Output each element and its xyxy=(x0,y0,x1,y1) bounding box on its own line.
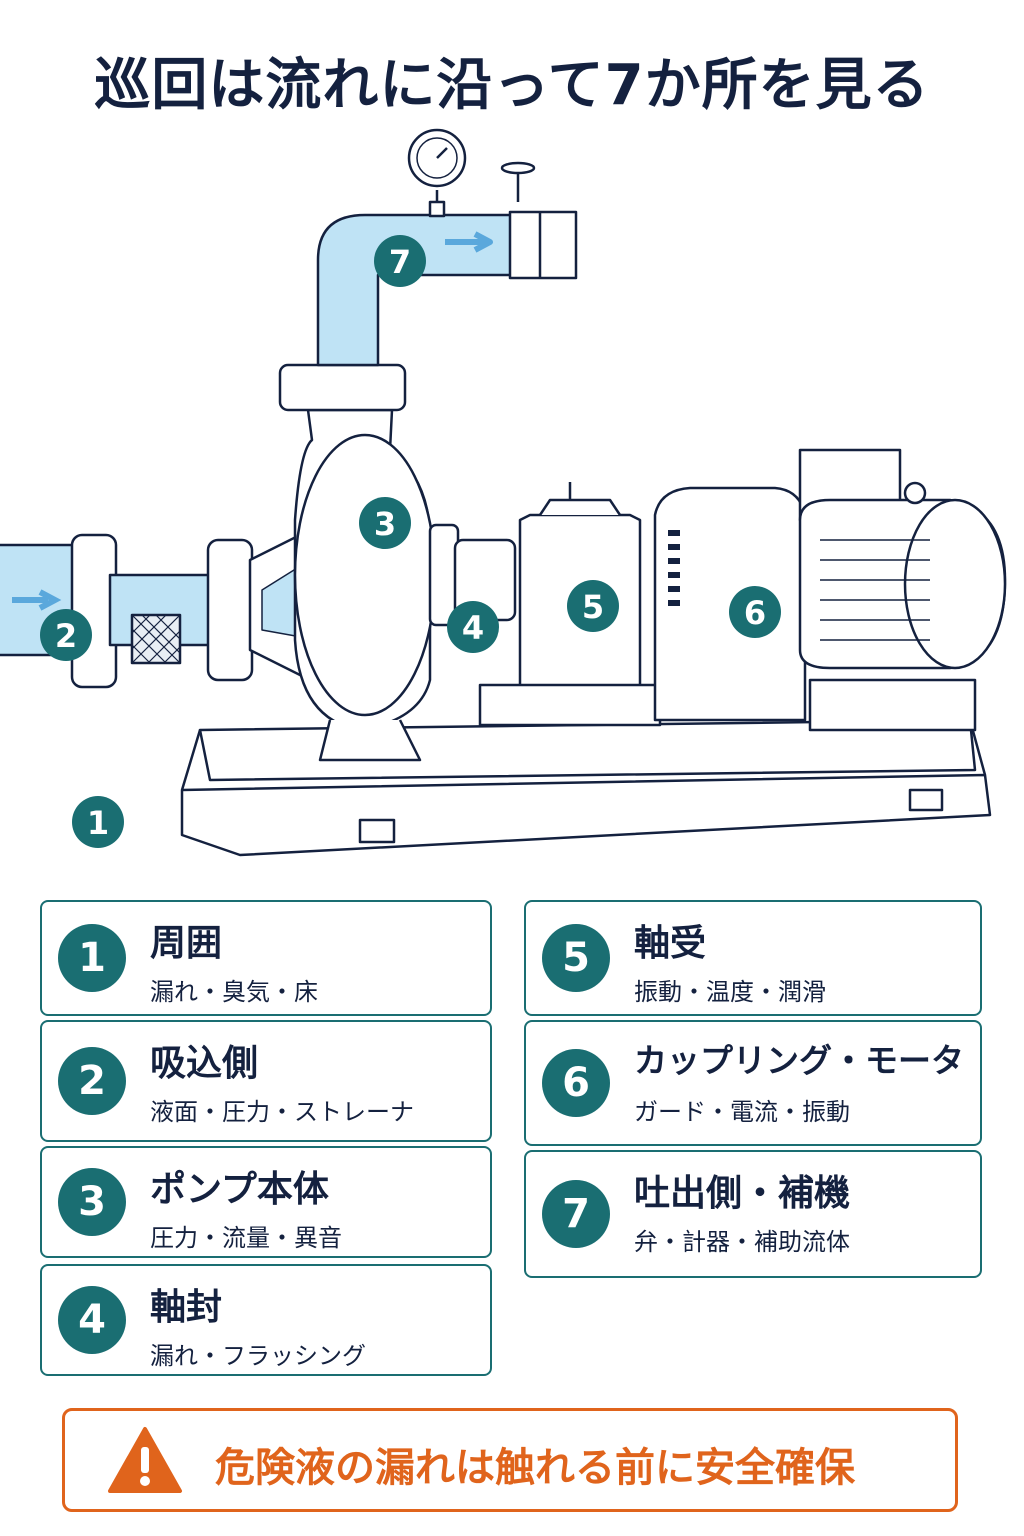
checkpoint-number: 3 xyxy=(58,1168,126,1236)
checkpoint-name: ポンプ本体 xyxy=(150,1169,329,1210)
svg-text:5: 5 xyxy=(582,588,604,626)
suction-pipe xyxy=(0,533,254,689)
checkpoint-detail: ガード・電流・振動 xyxy=(634,1098,850,1126)
checkpoint-name: 吐出側・補機 xyxy=(634,1173,851,1214)
checkpoint-card-3: 3 ポンプ本体 圧力・流量・異音 xyxy=(40,1146,492,1258)
diagram-badge-5: 5 xyxy=(567,580,619,632)
coupling-guard xyxy=(653,486,807,722)
base-plate xyxy=(180,718,992,857)
checkpoint-card-5: 5 軸受 振動・温度・潤滑 xyxy=(524,900,982,1016)
pump-casing xyxy=(248,408,517,762)
checkpoint-number: 5 xyxy=(542,924,610,992)
diagram-badge-2: 2 xyxy=(40,609,92,661)
checkpoint-number: 6 xyxy=(542,1049,610,1117)
safety-warning-banner: 危険液の漏れは触れる前に安全確保 xyxy=(62,1408,958,1512)
motor xyxy=(798,448,1007,732)
diagram-badge-3: 3 xyxy=(359,497,411,549)
checkpoint-number: 2 xyxy=(58,1047,126,1115)
checkpoint-card-1: 1 周囲 漏れ・臭気・床 xyxy=(40,900,492,1016)
warning-triangle-icon xyxy=(108,1427,182,1493)
svg-text:4: 4 xyxy=(462,609,484,647)
svg-text:2: 2 xyxy=(55,617,77,655)
checkpoint-number: 7 xyxy=(542,1180,610,1248)
inlet-flow-arrow xyxy=(12,589,62,611)
discharge-pipe xyxy=(278,128,578,412)
diagram-badge-6: 6 xyxy=(729,586,781,638)
checkpoint-number: 4 xyxy=(58,1286,126,1354)
checkpoint-card-4: 4 軸封 漏れ・フラッシング xyxy=(40,1264,492,1376)
checkpoint-detail: 弁・計器・補助流体 xyxy=(634,1228,850,1256)
diagram-badge-1: 1 xyxy=(72,796,124,848)
checkpoint-detail: 圧力・流量・異音 xyxy=(150,1224,342,1252)
page-title: 巡回は流れに沿って7か所を見る xyxy=(94,53,930,118)
checkpoint-name: 軸受 xyxy=(634,923,707,964)
pump-diagram: 1 2 3 4 5 6 7 xyxy=(0,128,1007,857)
checkpoint-name: カップリング・モータ xyxy=(634,1041,964,1080)
svg-text:7: 7 xyxy=(389,243,411,281)
checkpoint-card-6: 6 カップリング・モータ ガード・電流・振動 xyxy=(524,1020,982,1146)
svg-text:3: 3 xyxy=(374,505,396,543)
checkpoint-detail: 振動・温度・潤滑 xyxy=(634,978,826,1006)
checkpoint-detail: 漏れ・臭気・床 xyxy=(150,978,318,1006)
checkpoint-name: 周囲 xyxy=(150,923,223,964)
warning-text: 危険液の漏れは触れる前に安全確保 xyxy=(215,1445,855,1491)
checkpoint-detail: 液面・圧力・ストレーナ xyxy=(150,1098,414,1126)
checkpoint-name: 吸込側 xyxy=(150,1043,259,1084)
svg-text:1: 1 xyxy=(87,804,109,842)
checkpoint-number: 1 xyxy=(58,924,126,992)
checkpoint-detail: 漏れ・フラッシング xyxy=(150,1342,366,1370)
svg-text:6: 6 xyxy=(744,594,766,632)
checkpoint-name: 軸封 xyxy=(150,1287,223,1328)
checkpoint-card-2: 2 吸込側 液面・圧力・ストレーナ xyxy=(40,1020,492,1142)
diagram-badge-4: 4 xyxy=(447,601,499,653)
diagram-badge-7: 7 xyxy=(374,235,426,287)
checkpoint-card-7: 7 吐出側・補機 弁・計器・補助流体 xyxy=(524,1150,982,1278)
